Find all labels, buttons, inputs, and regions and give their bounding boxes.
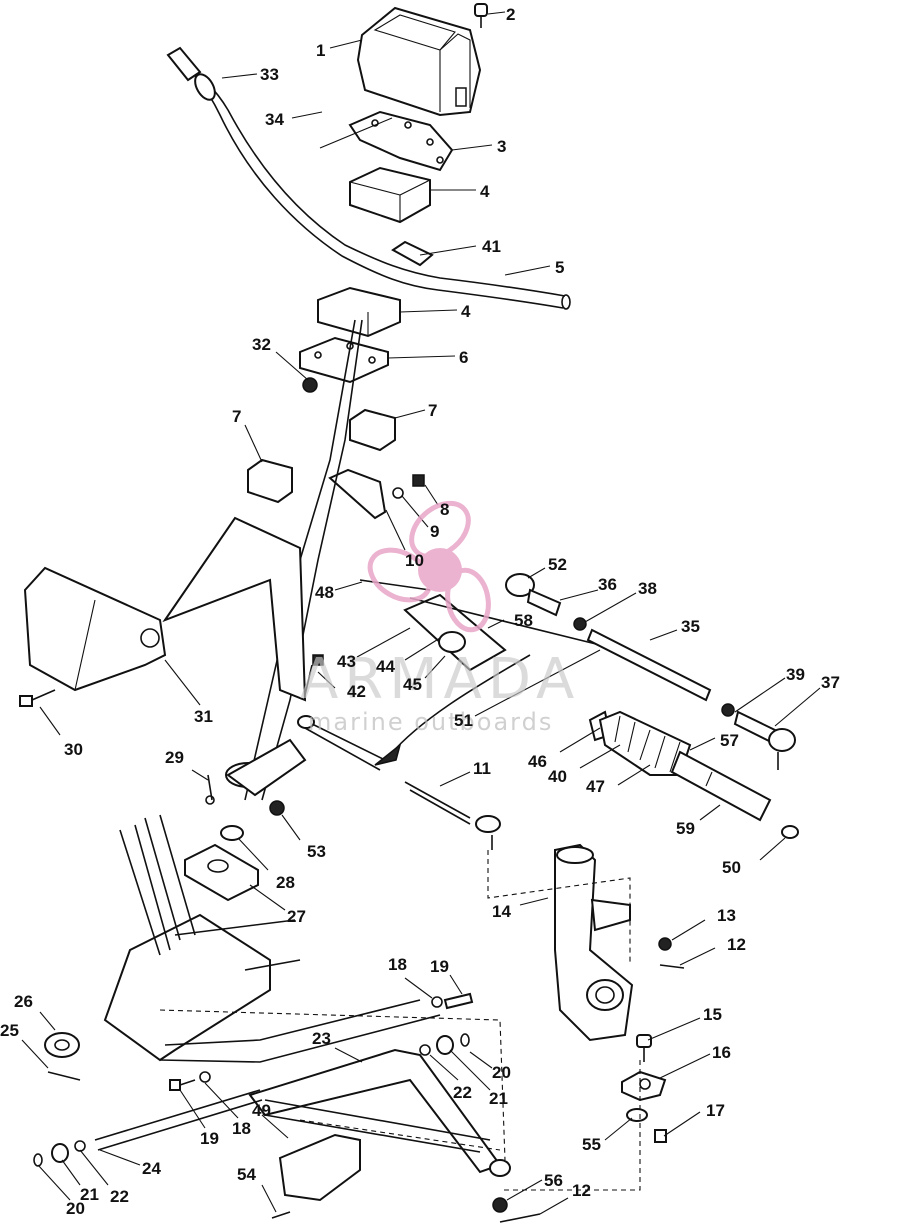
part-label: 47 — [586, 777, 605, 796]
part-label: 51 — [454, 711, 473, 730]
part-label: 33 — [260, 65, 279, 84]
part-label: 22 — [453, 1083, 472, 1102]
steering-post-bushing — [349, 408, 396, 452]
part-label: 44 — [376, 657, 395, 676]
part-label: 9 — [430, 522, 439, 541]
part-label: 6 — [459, 348, 468, 367]
part-label: 58 — [514, 611, 533, 630]
part-label: 15 — [703, 1005, 722, 1024]
part-label: 22 — [110, 1187, 129, 1206]
handlebar — [179, 59, 566, 297]
upper-clamp-block — [349, 166, 431, 224]
steering-spindle — [554, 843, 634, 1042]
post-nut — [269, 800, 285, 816]
part-label: 39 — [786, 665, 805, 684]
part-label: 17 — [706, 1101, 725, 1120]
part-label: 20 — [492, 1063, 511, 1082]
part-label: 34 — [265, 110, 284, 129]
part-label: 49 — [252, 1101, 271, 1120]
part-label: 19 — [430, 957, 449, 976]
handlebar-cover — [356, 6, 482, 117]
part-label: 57 — [720, 731, 739, 750]
part-label: 52 — [548, 555, 567, 574]
part-label: 48 — [315, 583, 334, 602]
rack — [670, 750, 772, 822]
part-labels: 1 2 3 4 41 5 4 32 6 7 7 8 9 10 33 34 52 … — [0, 5, 840, 1218]
parts-line-art — [19, 3, 799, 1223]
part-label: 28 — [276, 873, 295, 892]
part-label: 35 — [681, 617, 700, 636]
part-label: 29 — [165, 748, 184, 767]
part-label: 10 — [405, 551, 424, 570]
skid-plate — [278, 1133, 361, 1202]
part-label: 13 — [717, 906, 736, 925]
part-label: 25 — [0, 1021, 19, 1040]
part-label: 5 — [555, 258, 564, 277]
part-label: 46 — [528, 752, 547, 771]
lower-clamp-block — [317, 286, 401, 338]
part-label: 54 — [237, 1165, 256, 1184]
part-label: 50 — [722, 858, 741, 877]
part-label: 24 — [142, 1159, 161, 1178]
part-label: 27 — [287, 907, 306, 926]
part-label: 53 — [307, 842, 326, 861]
part-label: 7 — [428, 401, 437, 420]
watermark-tagline: marine outboards — [308, 708, 553, 736]
screw — [474, 3, 488, 28]
watermark: ARMADA marine outboards — [300, 500, 580, 736]
part-label: 12 — [572, 1181, 591, 1200]
steering-post-plate — [299, 336, 389, 384]
leader-lines — [21, 11, 821, 1215]
part-label: 32 — [252, 335, 271, 354]
part-label: 42 — [347, 682, 366, 701]
part-label: 3 — [497, 137, 506, 156]
lock-nut — [302, 377, 318, 393]
part-label: 30 — [64, 740, 83, 759]
watermark-brand: ARMADA — [300, 647, 580, 712]
part-label: 55 — [582, 1135, 601, 1154]
part-label: 14 — [492, 902, 511, 921]
part-label: 21 — [80, 1185, 99, 1204]
part-label: 43 — [337, 652, 356, 671]
control-shaft — [94, 1089, 261, 1141]
part-label: 18 — [388, 955, 407, 974]
part-label: 41 — [482, 237, 501, 256]
part-label: 21 — [489, 1089, 508, 1108]
frame — [103, 913, 271, 1062]
part-label: 37 — [821, 673, 840, 692]
part-label: 1 — [316, 41, 325, 60]
part-label: 26 — [14, 992, 33, 1011]
part-label: 40 — [548, 767, 567, 786]
part-label: 38 — [638, 579, 657, 598]
propeller-logo — [367, 500, 491, 633]
part-label: 23 — [312, 1029, 331, 1048]
post-clamp — [328, 468, 387, 520]
part-label: 36 — [598, 575, 617, 594]
part-label: 2 — [506, 5, 515, 24]
part-label: 4 — [461, 302, 471, 321]
part-label: 45 — [403, 675, 422, 694]
part-label: 4 — [480, 182, 490, 201]
tie-rod-35 — [586, 628, 712, 702]
part-label: 20 — [66, 1199, 85, 1218]
mount-bracket — [23, 566, 167, 692]
part-label: 56 — [544, 1171, 563, 1190]
part-label: 18 — [232, 1119, 251, 1138]
spindle-cap — [621, 1070, 667, 1102]
part-label: 19 — [200, 1129, 219, 1148]
part-label: 7 — [232, 407, 241, 426]
a-arm — [248, 1048, 502, 1174]
part-label: 12 — [727, 935, 746, 954]
part-label: 59 — [676, 819, 695, 838]
part-label: 11 — [473, 759, 491, 778]
grip-tape — [391, 240, 434, 267]
tie-rod-11 — [404, 781, 471, 819]
part-label: 31 — [194, 707, 213, 726]
part-label: 16 — [712, 1043, 731, 1062]
bearing-plate — [184, 843, 259, 902]
post-support-bracket — [162, 516, 307, 702]
part-label: 8 — [440, 500, 449, 519]
